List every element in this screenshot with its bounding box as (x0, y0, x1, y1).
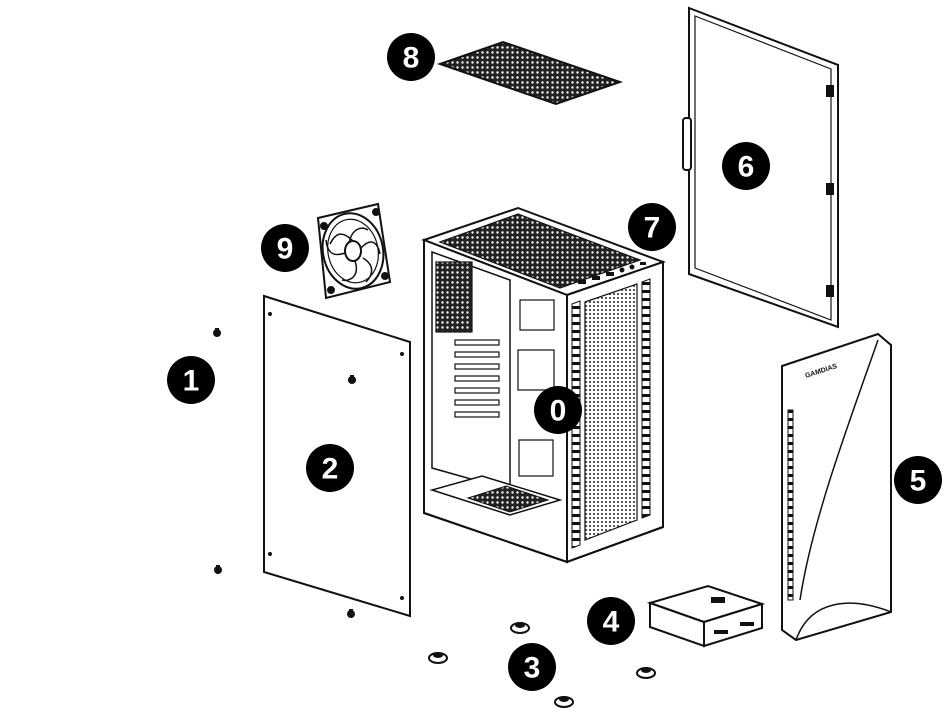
callout-label: 2 (322, 453, 339, 486)
callout-drive-cage: 4 (587, 597, 635, 645)
foot (428, 652, 448, 664)
screws (213, 328, 356, 618)
foot (554, 696, 574, 708)
screw (214, 565, 222, 574)
callout-fan: 9 (261, 224, 309, 272)
callout-label: 9 (277, 233, 294, 266)
io-panel (578, 262, 646, 284)
drive-cage (646, 584, 766, 648)
feet (428, 622, 656, 708)
callout-io-panel: 7 (628, 203, 676, 251)
foot (510, 622, 530, 634)
callout-chassis: 0 (534, 386, 582, 434)
callout-label: 7 (644, 212, 661, 245)
callout-dust-filter: 8 (387, 33, 435, 81)
screw (213, 328, 221, 337)
dust-filter (436, 40, 624, 106)
callout-label: 4 (603, 606, 620, 639)
callout-glass-side-panel: 6 (722, 142, 770, 190)
screw (347, 609, 355, 618)
callout-label: 3 (524, 652, 541, 685)
callout-front-panel: 5 (894, 456, 942, 504)
callout-feet: 3 (508, 643, 556, 691)
chassis (421, 206, 666, 564)
callout-label: 1 (183, 365, 200, 398)
callout-label: 5 (910, 465, 927, 498)
screw (348, 375, 356, 384)
callout-screws: 1 (167, 356, 215, 404)
callout-label: 0 (550, 395, 567, 428)
callout-side-panel: 2 (306, 444, 354, 492)
fan (316, 202, 392, 300)
front-panel: GAMDIAS (781, 332, 892, 642)
foot (636, 667, 656, 679)
callout-label: 8 (403, 42, 420, 75)
callout-label: 6 (738, 151, 755, 184)
